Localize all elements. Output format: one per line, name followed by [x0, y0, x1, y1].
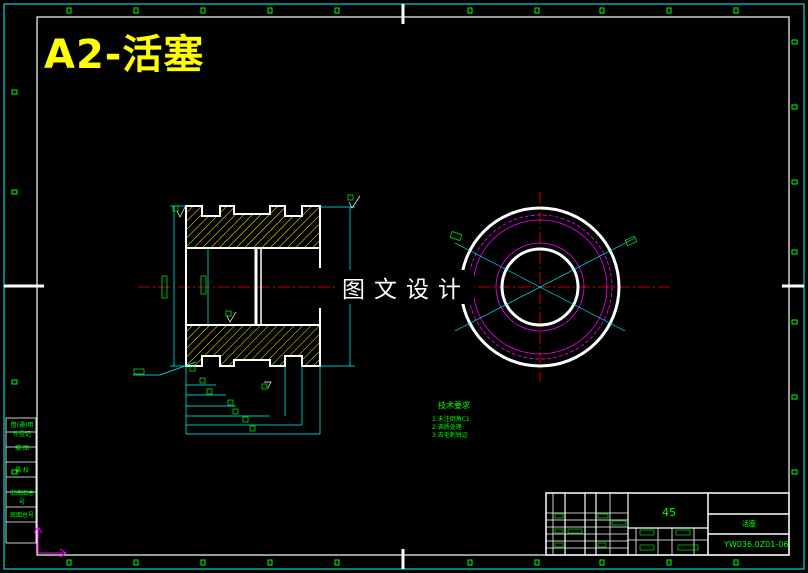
side-label-old-number: 旧底图总号	[9, 490, 34, 506]
ucs-axis-icon	[33, 526, 67, 558]
inner-bore	[500, 247, 580, 327]
watermark-text: 图文设计	[338, 270, 474, 304]
piston-section-view	[185, 205, 321, 367]
upper-hatch-region	[185, 205, 321, 249]
left-register-table	[5, 417, 37, 544]
side-label-base-number: 底图总号	[9, 512, 34, 519]
lower-hatch-region	[185, 324, 321, 367]
technical-note-3: 3.去毛刺锐边	[432, 432, 468, 439]
centering-marks	[4, 4, 804, 569]
title-block	[545, 492, 790, 556]
side-label-register: 借(通)用件登记	[10, 422, 34, 438]
title-block-material: 45	[662, 506, 676, 519]
side-label-drawing: 描 图	[15, 445, 29, 452]
title-block-fill-marks	[554, 513, 699, 551]
technical-note-1: 1.未注倒角C1	[432, 416, 470, 423]
zone-markers	[11, 7, 798, 566]
side-label-check: 描 校	[15, 467, 29, 474]
dimension-value-markers	[133, 194, 354, 432]
title-block-part-name: 活塞	[742, 520, 756, 528]
title-block-drawing-number: YW036.0Z01-06	[724, 540, 789, 549]
bolt-circle	[495, 242, 585, 332]
drawing-title: A2-活塞	[44, 32, 205, 78]
technical-requirements-title: 技术要求	[438, 401, 470, 410]
technical-note-2: 2.调质处理	[432, 424, 462, 431]
roughness-symbols	[176, 195, 361, 389]
